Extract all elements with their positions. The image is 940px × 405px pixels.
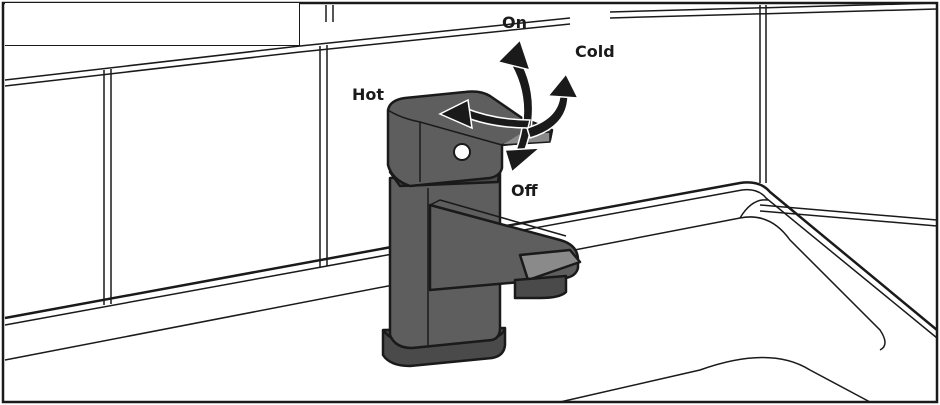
label-cold: Cold: [575, 42, 615, 61]
on-off-arrow-icon: [496, 38, 543, 174]
hot-arrow-icon: [438, 98, 531, 130]
cold-arrow-icon: [526, 72, 580, 139]
mixer-tap: [381, 90, 582, 368]
caption-box: [5, 3, 300, 46]
wall-tiles: [4, 2, 938, 305]
label-hot: Hot: [352, 85, 385, 104]
tap-pin: [453, 143, 471, 161]
label-on: On: [502, 13, 527, 32]
label-off: Off: [511, 181, 538, 200]
basin-countertop: [4, 181, 938, 403]
